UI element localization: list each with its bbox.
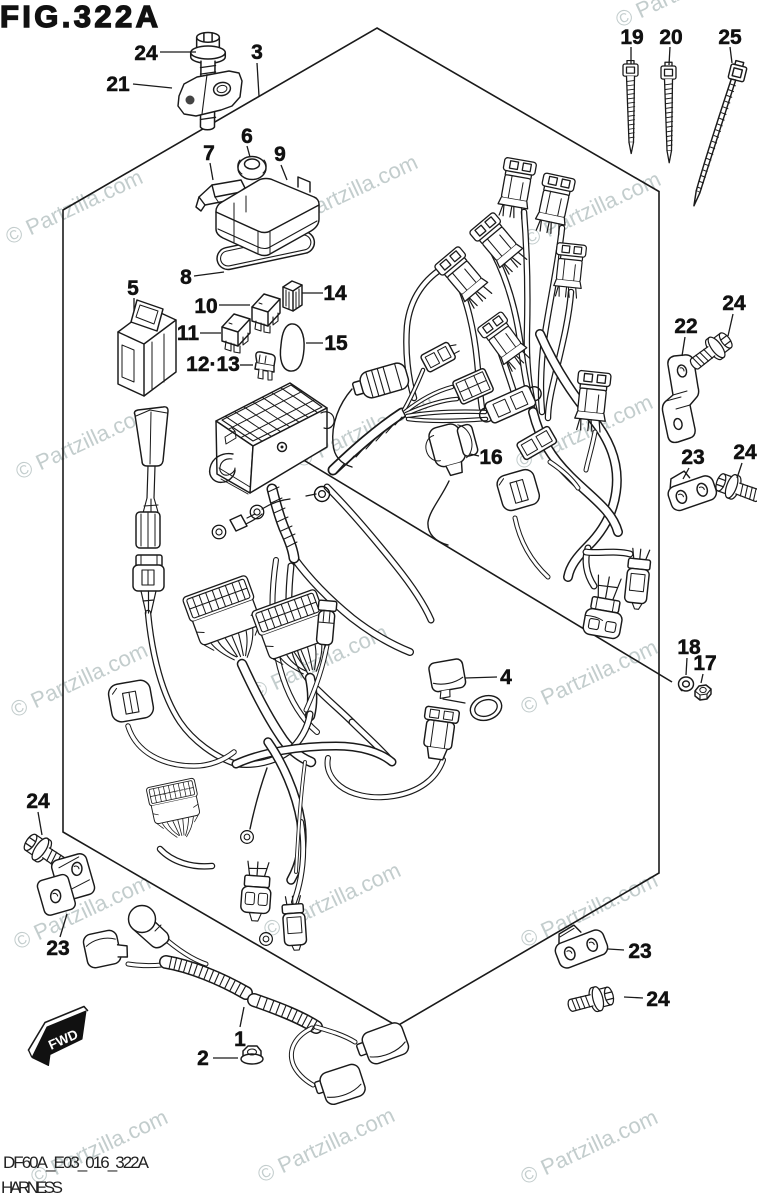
svg-text:HARNESS: HARNESS (1, 1178, 63, 1197)
svg-text:24: 24 (134, 42, 158, 65)
svg-text:24: 24 (646, 988, 670, 1011)
svg-text:17: 17 (693, 652, 716, 675)
svg-text:22: 22 (674, 315, 697, 338)
svg-text:© Partzilla.com: © Partzilla.com (517, 634, 662, 719)
svg-text:7: 7 (203, 142, 215, 165)
svg-text:FIG.322A: FIG.322A (0, 0, 158, 34)
svg-text:16: 16 (479, 446, 502, 469)
svg-text:14: 14 (323, 282, 347, 305)
svg-text:8: 8 (180, 266, 192, 289)
svg-text:24: 24 (26, 790, 50, 813)
svg-text:21: 21 (106, 73, 130, 96)
svg-text:© Partzilla.com: © Partzilla.com (254, 1102, 399, 1187)
svg-text:23: 23 (628, 940, 651, 963)
svg-text:25: 25 (718, 26, 742, 49)
svg-text:23: 23 (46, 937, 69, 960)
svg-text:2: 2 (197, 1047, 209, 1070)
svg-text:20: 20 (659, 26, 682, 49)
svg-text:23: 23 (681, 446, 704, 469)
svg-text:© Partzilla.com: © Partzilla.com (2, 164, 147, 249)
svg-text:18: 18 (677, 636, 701, 659)
svg-text:24: 24 (733, 441, 757, 464)
svg-text:11: 11 (177, 322, 200, 345)
svg-text:DF60A_E03_016_322A: DF60A_E03_016_322A (3, 1153, 150, 1172)
svg-text:19: 19 (620, 26, 643, 49)
svg-text:3: 3 (251, 41, 263, 64)
svg-text:12·13: 12·13 (186, 353, 240, 376)
svg-text:1: 1 (234, 1028, 246, 1051)
svg-text:24: 24 (722, 292, 746, 315)
svg-text:© Partzilla.com: © Partzilla.com (27, 1104, 172, 1189)
svg-text:© Partzilla.com: © Partzilla.com (260, 857, 405, 942)
svg-text:4: 4 (500, 666, 512, 689)
svg-text:9: 9 (274, 143, 286, 166)
svg-text:15: 15 (324, 332, 348, 355)
svg-text:© Partzilla.com: © Partzilla.com (517, 1104, 662, 1189)
svg-text:6: 6 (241, 125, 253, 148)
svg-text:5: 5 (127, 277, 139, 300)
svg-text:10: 10 (194, 295, 217, 318)
